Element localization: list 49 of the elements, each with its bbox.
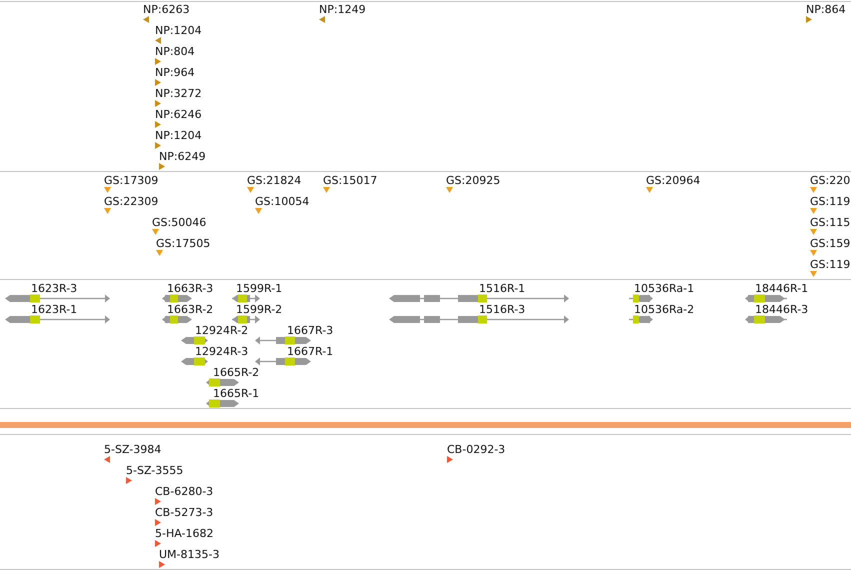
feature-label: NP:3272 <box>155 87 202 100</box>
feature-label: GS:119 <box>810 258 850 271</box>
feature-label: 18446R-3 <box>755 303 808 316</box>
feature-label: GS:159 <box>810 237 850 250</box>
feature-label: 5-SZ-3555 <box>126 464 184 477</box>
feature-label: UM-8135-3 <box>159 548 220 561</box>
feature-label: CB-5273-3 <box>155 506 214 519</box>
feature-label: 18446R-1 <box>755 282 808 295</box>
feature-label: GS:21824 <box>247 174 302 187</box>
feature-label: 1667R-3 <box>287 324 334 337</box>
feature-label: CB-0292-3 <box>447 443 506 456</box>
feature-label: 1623R-1 <box>31 303 78 316</box>
feature-label: GS:17309 <box>104 174 158 187</box>
feature-label: NP:6246 <box>155 108 202 121</box>
feature-label: NP:1204 <box>155 24 202 37</box>
feature-label: 5-HA-1682 <box>155 527 214 540</box>
feature-label: 1663R-2 <box>167 303 214 316</box>
feature-label: 1667R-1 <box>287 345 334 358</box>
feature-label: 12924R-2 <box>195 324 248 337</box>
feature-label: 1599R-1 <box>236 282 282 295</box>
feature-label: 1623R-3 <box>31 282 78 295</box>
feature-label: 1665R-2 <box>213 366 260 379</box>
feature-label: 12924R-3 <box>195 345 248 358</box>
feature-label: 1663R-3 <box>167 282 214 295</box>
feature-label: NP:1249 <box>319 3 366 16</box>
feature-label: 10536Ra-2 <box>634 303 694 316</box>
feature-label: 5-SZ-3984 <box>104 443 162 456</box>
feature-label: 1516R-1 <box>479 282 526 295</box>
feature-label: NP:6263 <box>143 3 190 16</box>
feature-label: CB-6280-3 <box>155 485 214 498</box>
feature-label: GS:220 <box>810 174 850 187</box>
feature-label: NP:804 <box>155 45 195 58</box>
feature-label: GS:17505 <box>156 237 210 250</box>
feature-label: NP:964 <box>155 66 195 79</box>
feature-label: 1665R-1 <box>213 387 260 400</box>
feature-label: NP:864 <box>806 3 846 16</box>
feature-label: NP:6249 <box>159 150 206 163</box>
feature-label: GS:119 <box>810 195 850 208</box>
feature-label: GS:22309 <box>104 195 158 208</box>
feature-label: NP:1204 <box>155 129 202 142</box>
feature-label: 1599R-2 <box>236 303 282 316</box>
feature-label: GS:115 <box>810 216 850 229</box>
feature-label: 1516R-3 <box>479 303 526 316</box>
feature-label: 10536Ra-1 <box>634 282 694 295</box>
feature-label: GS:15017 <box>323 174 378 187</box>
feature-label: GS:20925 <box>446 174 500 187</box>
feature-label: GS:10054 <box>255 195 310 208</box>
feature-label: GS:20964 <box>646 174 700 187</box>
feature-label: GS:50046 <box>152 216 206 229</box>
